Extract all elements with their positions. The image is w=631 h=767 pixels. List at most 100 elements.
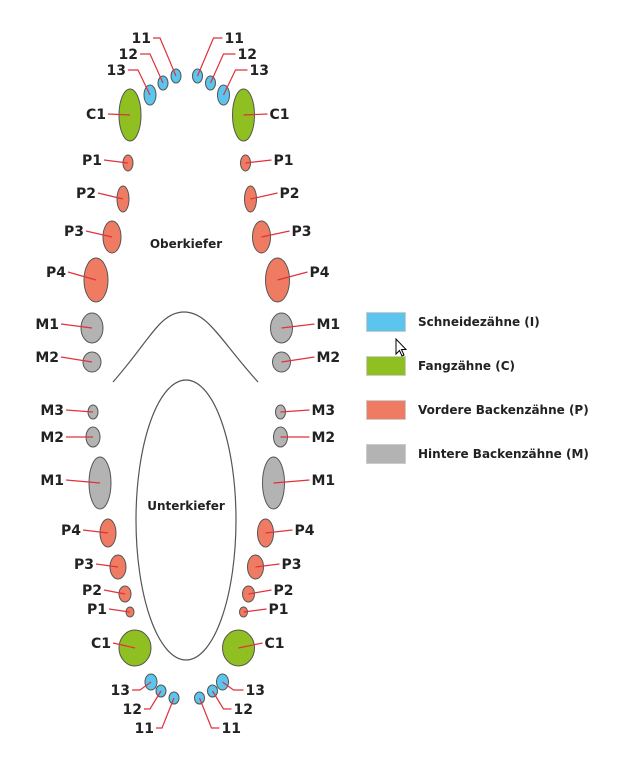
upper-right-tooth-P3: P3	[252, 220, 312, 254]
lower-right-tooth-13: 13	[216, 673, 265, 699]
upper-left-tooth-12: 12	[119, 47, 169, 91]
tooth-label: P4	[295, 523, 315, 539]
legend-swatch	[366, 400, 406, 420]
leader-line	[82, 529, 109, 534]
lower-left-tooth-P4: P4	[61, 518, 117, 548]
legend-label: Schneidezähne (I)	[418, 315, 540, 329]
lower-left-tooth-M1: M1	[40, 456, 112, 510]
upper-left-tooth-13: 13	[107, 63, 157, 106]
leader-line	[248, 589, 272, 595]
upper-right-tooth-12: 12	[205, 47, 257, 91]
leader-line	[156, 697, 175, 729]
tooth-label: P4	[46, 265, 66, 281]
upper-left-tooth-11: 11	[132, 31, 182, 84]
tooth-label: M2	[35, 350, 59, 366]
tooth-label: 11	[222, 721, 241, 737]
upper-left-tooth-C1: C1	[86, 88, 142, 142]
tooth-label: P1	[274, 153, 294, 169]
leader-line	[60, 323, 93, 329]
leader-line	[280, 409, 310, 413]
upper-left-tooth-P4: P4	[46, 257, 109, 303]
tooth-label: M2	[312, 430, 336, 446]
leader-line	[65, 409, 94, 413]
leader-line	[281, 356, 315, 363]
legend-item-incisors: Schneidezähne (I)	[366, 312, 589, 332]
upper-right-tooth-11: 11	[192, 31, 244, 84]
leader-line	[277, 271, 308, 281]
tooth-label: M3	[40, 403, 64, 419]
tooth-label: P3	[74, 557, 94, 573]
tooth-label: C1	[91, 636, 111, 652]
lower-left-tooth-P3: P3	[74, 554, 127, 580]
leader-line	[97, 192, 124, 200]
lower-right-tooth-P2: P2	[242, 583, 294, 603]
tooth-label: P1	[87, 602, 107, 618]
tooth-label: P3	[64, 224, 84, 240]
upper-left-tooth-M1: M1	[35, 312, 104, 344]
leader-line	[209, 53, 236, 84]
tooth-label: P2	[274, 583, 294, 599]
lower-left-tooth-M2: M2	[40, 426, 101, 448]
lower-left-tooth-12: 12	[123, 684, 167, 718]
upper-jaw-label: Oberkiefer	[150, 237, 222, 251]
tooth-label: 13	[107, 63, 126, 79]
tooth-label: P2	[76, 186, 96, 202]
upper-right-tooth-13: 13	[217, 63, 269, 106]
leader-line	[103, 589, 126, 595]
tooth-label: M1	[35, 317, 59, 333]
legend-swatch	[366, 356, 406, 376]
tooth-label: C1	[86, 107, 106, 123]
lower-right-tooth-M2: M2	[273, 426, 336, 448]
legend-item-canines: Fangzähne (C)	[366, 356, 589, 376]
lower-left-tooth-P2: P2	[82, 583, 132, 603]
tooth-label: P3	[282, 557, 302, 573]
leader-line	[245, 159, 272, 164]
leader-line	[112, 642, 136, 649]
lower-right-tooth-12: 12	[207, 684, 253, 718]
lower-right-tooth-M3: M3	[275, 403, 336, 420]
tooth-label: 12	[119, 47, 138, 63]
upper-right-tooth-P1: P1	[240, 153, 294, 172]
leader-line	[144, 690, 162, 710]
leader-line	[243, 113, 268, 116]
leader-line	[128, 69, 151, 96]
tooth-label: P2	[82, 583, 102, 599]
tooth-label: P1	[269, 602, 289, 618]
leader-line	[95, 563, 119, 568]
leader-line	[261, 230, 290, 238]
lower-left-tooth-C1: C1	[91, 629, 152, 667]
leader-line	[198, 697, 220, 729]
tooth-label: 12	[123, 702, 142, 718]
leader-line	[85, 230, 113, 238]
leader-line	[273, 479, 310, 484]
lower-left-tooth-11: 11	[135, 691, 180, 737]
tooth-label: P4	[310, 265, 330, 281]
legend-label: Hintere Backenzähne (M)	[418, 447, 589, 461]
tooth-label: M3	[312, 403, 336, 419]
legend: Schneidezähne (I) Fangzähne (C) Vordere …	[366, 312, 589, 488]
tooth-label: P3	[292, 224, 312, 240]
tooth-label: 13	[250, 63, 269, 79]
tooth-label: M2	[40, 430, 64, 446]
tooth-label: 12	[238, 47, 257, 63]
leader-line	[60, 356, 93, 363]
leader-line	[222, 681, 244, 691]
tooth-label: M1	[312, 473, 336, 489]
tooth-label: 11	[135, 721, 154, 737]
legend-label: Vordere Backenzähne (P)	[418, 403, 589, 417]
legend-swatch	[366, 312, 406, 332]
leader-line	[196, 37, 223, 77]
legend-swatch	[366, 444, 406, 464]
leader-line	[211, 690, 232, 710]
leader-line	[67, 271, 97, 281]
tooth-label: P1	[82, 153, 102, 169]
leader-line	[132, 681, 152, 691]
tooth-label: M2	[317, 350, 341, 366]
leader-line	[281, 323, 315, 329]
leader-line	[108, 608, 131, 613]
tooth-label: 13	[246, 683, 265, 699]
upper-palate-arch	[112, 311, 259, 383]
leader-line	[65, 479, 101, 484]
upper-left-tooth-P1: P1	[82, 153, 134, 172]
lower-right-tooth-M1: M1	[262, 456, 336, 510]
